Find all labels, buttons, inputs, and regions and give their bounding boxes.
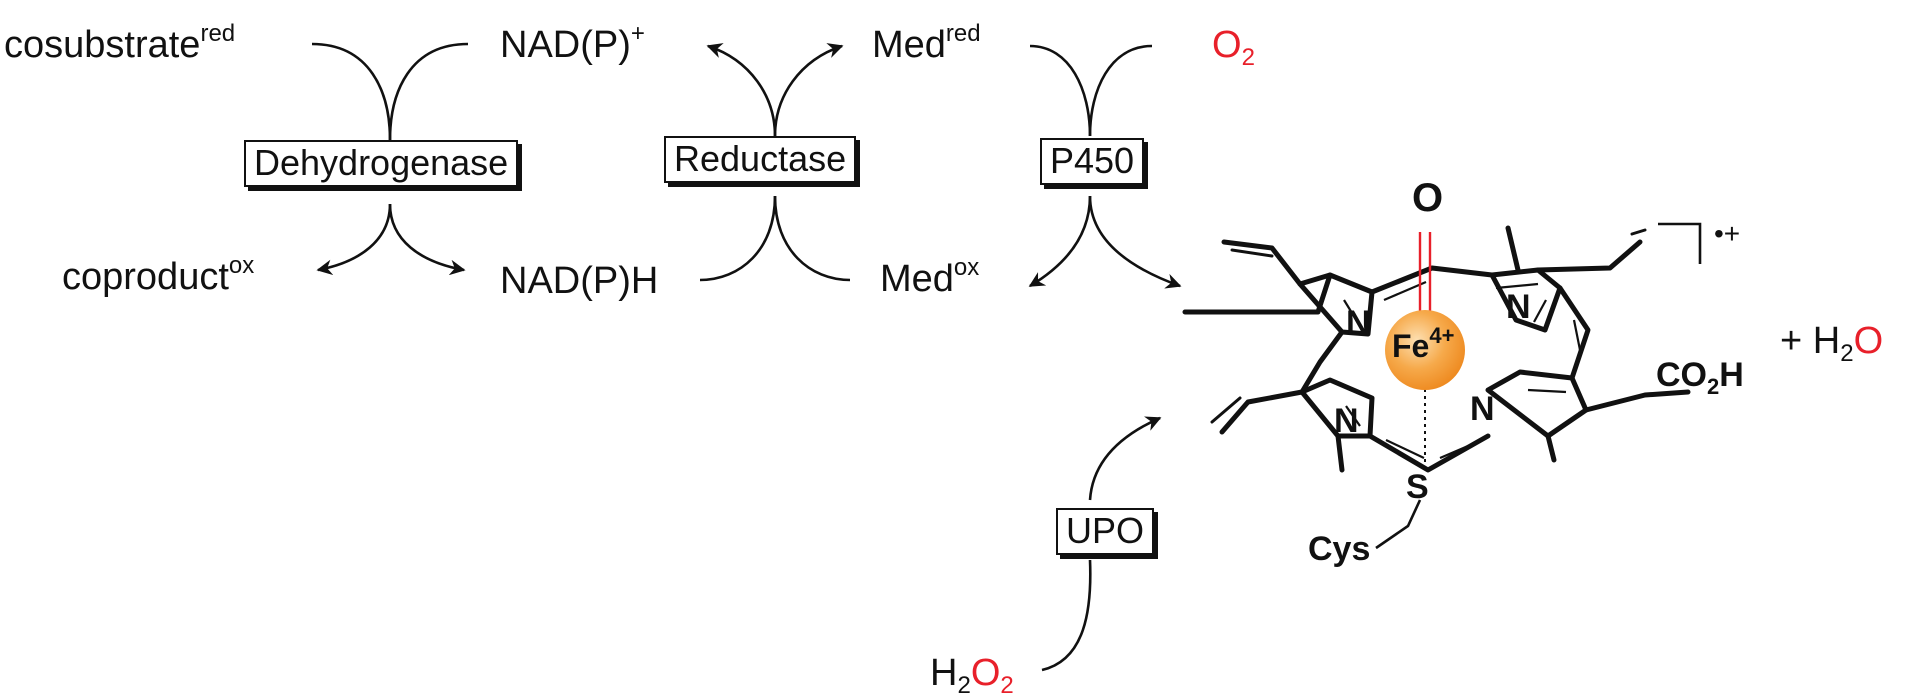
p450-crossover-arrows [1028,44,1182,289]
oxygen-label: O2 [1212,24,1255,70]
dehydrogenase-crossover-arrows [311,42,469,276]
water-h-text: + H [1780,320,1841,362]
dehydrogenase-box: Dehydrogenase [244,140,519,187]
h2o2-o-text: O [970,652,1001,694]
h2o2-o-subscript: 2 [1000,672,1014,699]
upo-arrow [1041,416,1162,672]
hydrogen-peroxide-label: H2O2 [930,652,1014,698]
water-subscript: 2 [1840,340,1854,367]
med-ox-label: Medox [880,256,979,300]
carboxyl-co-text: CO [1656,356,1707,394]
nadp-plus-label: NAD(P)+ [500,22,645,66]
iron-sphere [1385,310,1465,390]
med-red-superscript: red [945,20,981,47]
med-red-label: Medred [872,22,981,66]
reductase-box: Reductase [664,136,857,183]
nadp-plus-text: NAD(P) [500,24,631,66]
iron-oxo-bond [1418,232,1432,318]
iron-charge: 4+ [1429,323,1455,348]
cosubstrate-superscript: red [200,20,236,47]
nitrogen-atom-lower-right: N [1470,390,1495,428]
h2o2-h-subscript: 2 [957,672,971,699]
p450-box: P450 [1040,138,1145,185]
carboxylic-acid-label: CO2H [1656,356,1744,398]
carboxyl-subscript: 2 [1707,374,1720,399]
iron-text: Fe [1392,328,1430,364]
oxygen-subscript: 2 [1241,44,1255,71]
nitrogen-atom-lower-left: N [1334,402,1359,440]
sulfur-cys-bond [1375,499,1422,550]
med-red-text: Med [872,24,946,66]
heme-structure [1182,225,1691,473]
water-o-text: O [1853,320,1884,362]
radical-cation-charge: •+ [1714,218,1741,249]
nadph-label: NAD(P)H [500,262,658,300]
med-ox-text: Med [880,258,954,300]
nadp-plus-superscript: + [630,20,645,47]
cysteine-label: Cys [1308,530,1371,568]
nitrogen-atom-upper-left: N [1346,304,1371,342]
cosubstrate-text: cosubstrate [4,24,201,66]
nitrogen-atom-upper-right: N [1506,288,1531,326]
carboxyl-h-text: H [1719,356,1744,394]
coproduct-ox-label: coproductox [62,254,254,298]
nadph-text: NAD(P)H [500,260,659,302]
coproduct-text: coproduct [62,256,229,298]
sulfur-atom-label: S [1406,468,1429,506]
water-product-label: + H2O [1780,320,1884,366]
radical-cation-bracket [1658,222,1702,264]
h2o2-h-text: H [930,652,958,694]
upo-box: UPO [1056,508,1155,555]
med-ox-superscript: ox [953,254,980,281]
reductase-crossover-arrows [699,43,851,282]
oxo-oxygen-atom: O [1412,176,1444,220]
coproduct-superscript: ox [228,252,255,279]
cosubstrate-red-label: cosubstratered [4,22,235,66]
iron-atom-label: Fe4+ [1392,325,1454,364]
oxygen-text: O [1212,24,1242,66]
